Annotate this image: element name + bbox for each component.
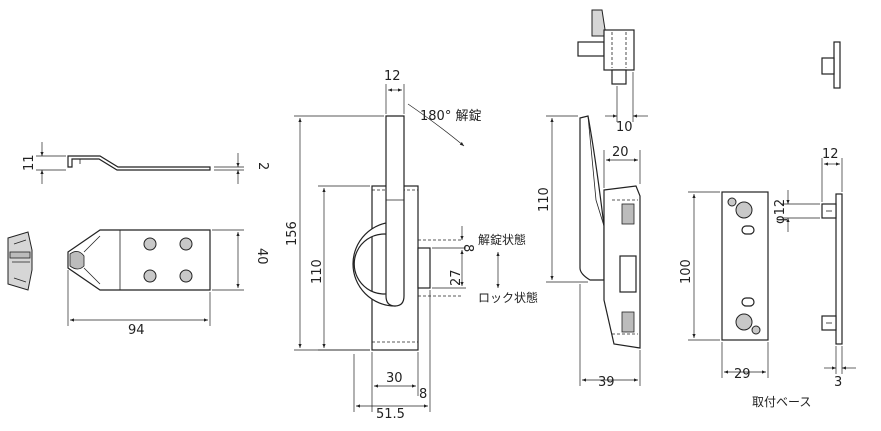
mounting-base-side: 12 φ12 3 bbox=[773, 147, 856, 390]
dim-8-bottom: 8 bbox=[419, 387, 427, 402]
latch-side-view: 110 20 39 bbox=[537, 115, 641, 390]
locked-state-label: ロック状態 bbox=[478, 290, 538, 305]
dim-94: 94 bbox=[128, 323, 145, 338]
unlocked-state-label: 解錠状態 bbox=[478, 232, 526, 247]
rotation-label: 180° 解錠 bbox=[420, 109, 481, 124]
mounting-base-top-view bbox=[821, 41, 841, 89]
dim-8-side: 8 bbox=[460, 244, 475, 252]
dim-40: 40 bbox=[254, 248, 269, 265]
dim-29: 29 bbox=[734, 367, 751, 382]
dim-51-5: 51.5 bbox=[376, 407, 405, 422]
dim-156: 156 bbox=[285, 221, 300, 246]
dim-110-side: 110 bbox=[537, 187, 552, 212]
strike-front-view: 40 94 bbox=[67, 229, 269, 338]
strike-end-view bbox=[7, 231, 33, 291]
mounting-base-front: 100 29 取付ベース bbox=[679, 191, 811, 409]
latch-top-view: 10 bbox=[577, 9, 648, 135]
dim-100: 100 bbox=[679, 259, 694, 284]
dim-27: 27 bbox=[449, 269, 464, 286]
latch-front-view: 12 180° 解錠 156 110 27 8 解錠状態 ロック状態 30 8 bbox=[285, 69, 538, 422]
dim-3: 3 bbox=[834, 375, 842, 390]
dim-2: 2 bbox=[255, 162, 270, 170]
dim-12-top: 12 bbox=[384, 69, 401, 84]
dim-11: 11 bbox=[22, 154, 37, 171]
dim-dia-12: φ12 bbox=[773, 199, 788, 224]
dim-10: 10 bbox=[616, 120, 633, 135]
dim-12-base: 12 bbox=[822, 147, 839, 162]
strike-side-view: 11 2 bbox=[22, 142, 270, 184]
dim-20: 20 bbox=[612, 145, 629, 160]
dim-30: 30 bbox=[386, 371, 403, 386]
dim-110-left: 110 bbox=[310, 259, 325, 284]
dim-39: 39 bbox=[598, 375, 615, 390]
mounting-base-label: 取付ベース bbox=[752, 395, 811, 409]
